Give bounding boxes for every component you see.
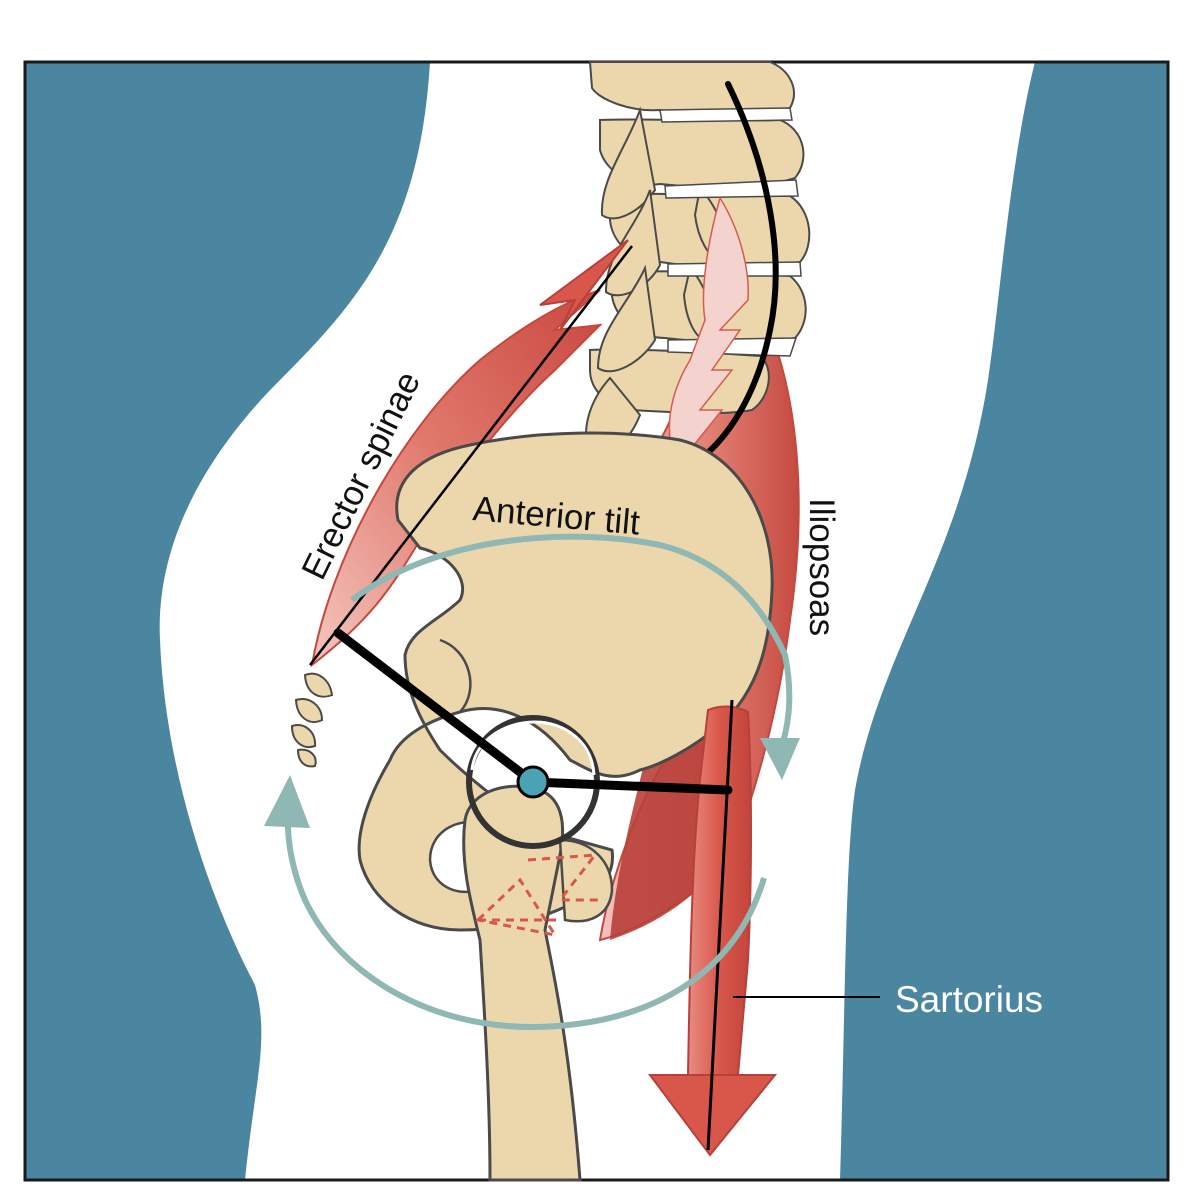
label-sartorius: Sartorius xyxy=(895,979,1043,1020)
rotation-arrow-lower xyxy=(284,814,767,1031)
erector-lever-arm xyxy=(333,628,538,787)
sartorius-muscle xyxy=(686,705,752,1076)
muscle-insertion-dashes xyxy=(474,853,599,938)
rotation-arrow-upper-head xyxy=(760,738,800,780)
hip-flexor-lever-arm xyxy=(528,777,733,795)
lordosis-curve xyxy=(689,81,779,468)
psoas-slips xyxy=(668,196,749,453)
rotation-arrow-upper xyxy=(350,533,793,746)
pelvis-ilium xyxy=(357,431,774,932)
sartorius-line xyxy=(706,699,734,1151)
greater-trochanter xyxy=(558,838,614,923)
ilium-notch xyxy=(439,638,472,713)
sacrum-coccyx xyxy=(290,672,334,768)
rotation-arrow-lower-head xyxy=(264,775,310,828)
label-iliopsoas: Iliopsoas xyxy=(802,498,841,636)
hip-axis-point xyxy=(516,765,550,799)
erector-spinae-force-arrow xyxy=(539,239,629,331)
